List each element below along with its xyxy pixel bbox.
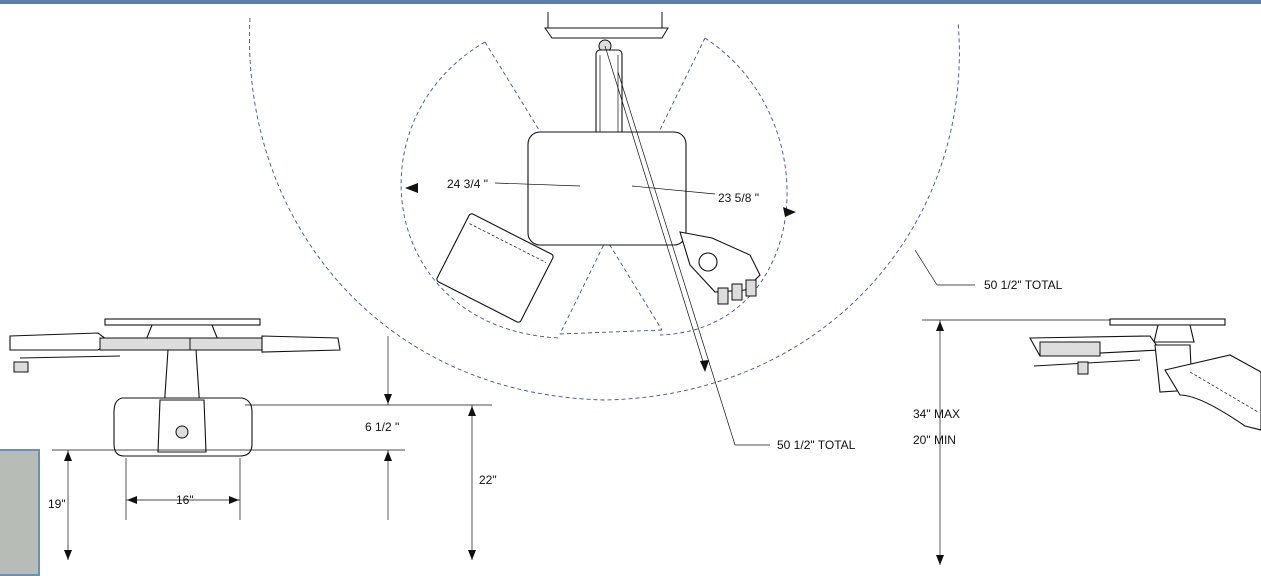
top-view-arm: [436, 12, 761, 323]
width-16-label: 16": [176, 493, 194, 507]
top-border: [0, 0, 1261, 4]
front-view: [9, 318, 341, 457]
height-max-label: 34" MAX: [913, 407, 960, 421]
side-view: [922, 318, 1261, 565]
front-view-dimensions: [52, 336, 492, 560]
height-22-label: 22": [479, 473, 497, 487]
reach-right-label: 23 5/8 ": [718, 191, 759, 205]
left-reach-arc: [400, 41, 561, 339]
drop-label: 6 1/2 ": [365, 420, 399, 434]
dimension-labels: 24 3/4 " 23 5/8 " 50 1/2" TOTAL 50 1/2" …: [48, 177, 1063, 511]
total-bottom-label: 50 1/2" TOTAL: [777, 438, 856, 452]
height-min-label: 20" MIN: [913, 433, 956, 447]
top-view-leaders: [405, 45, 975, 446]
mouse-platform: [436, 213, 554, 323]
total-top-label: 50 1/2" TOTAL: [984, 278, 1063, 292]
height-19-label: 19": [48, 497, 66, 511]
keyboard-tray-top: [527, 131, 687, 246]
side-panel: [0, 449, 40, 576]
reach-left-label: 24 3/4 ": [447, 177, 488, 191]
